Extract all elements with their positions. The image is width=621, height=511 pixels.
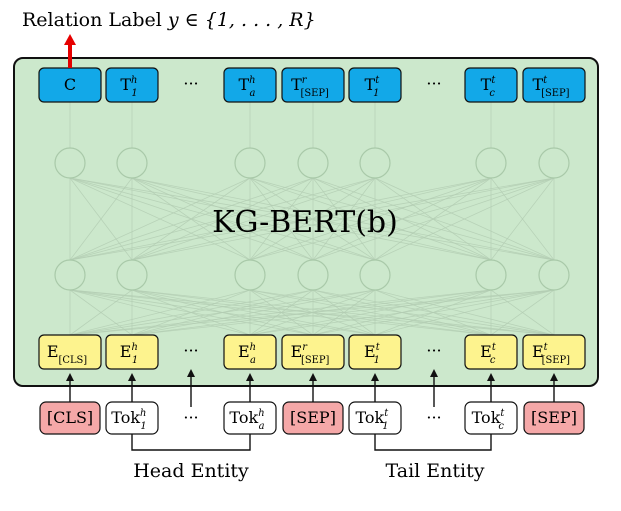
- hidden-node: [538, 147, 570, 179]
- embedding-box: [281, 334, 345, 370]
- network-edge: [131, 289, 376, 336]
- embedding-label: Er[SEP]: [291, 342, 330, 366]
- hidden-node: [538, 259, 570, 291]
- network-edge: [249, 177, 555, 261]
- hidden-node: [54, 259, 86, 291]
- network-edge: [249, 289, 492, 336]
- hidden-node: [297, 147, 329, 179]
- network-edges: [69, 102, 555, 336]
- network-edge: [490, 177, 555, 261]
- model-panel: [13, 57, 599, 387]
- network-edge: [312, 177, 555, 261]
- network-edge: [312, 289, 555, 336]
- output-ellipsis: ···: [183, 74, 198, 93]
- network-edge: [131, 177, 555, 261]
- model-label: KG-BERT(b): [212, 205, 398, 240]
- output-label: Tt[SEP]: [532, 75, 569, 99]
- embedding-box: [105, 334, 159, 370]
- network-edge: [69, 289, 555, 336]
- output-box: [348, 67, 402, 103]
- token-label: [CLS]: [47, 408, 93, 427]
- embedding-box: [38, 334, 102, 370]
- hidden-node: [116, 147, 148, 179]
- entity-bracket: [374, 434, 492, 451]
- hidden-node: [297, 259, 329, 291]
- hidden-node: [359, 259, 391, 291]
- network-edge: [374, 289, 555, 336]
- embedding-box: [522, 334, 586, 370]
- output-box: [105, 67, 159, 103]
- hidden-node: [475, 259, 507, 291]
- network-edge: [69, 177, 133, 261]
- output-label: Tr[SEP]: [291, 75, 329, 99]
- network-edge: [249, 289, 555, 336]
- output-box: [223, 67, 277, 103]
- network-nodes: [54, 147, 570, 291]
- hidden-node: [234, 259, 266, 291]
- network-edge: [69, 289, 492, 336]
- embedding-label: Et[SEP]: [532, 342, 570, 366]
- hidden-node: [116, 259, 148, 291]
- head-entity-label: Head Entity: [133, 460, 249, 482]
- input-arrows: [66, 369, 558, 407]
- output-box: [464, 67, 518, 103]
- hidden-node: [234, 147, 266, 179]
- output-ellipsis: ···: [426, 74, 441, 93]
- network-edge: [490, 289, 555, 336]
- embedding-label: E[CLS]: [47, 342, 87, 366]
- network-edge: [69, 177, 314, 261]
- entity-brackets: [131, 434, 492, 451]
- network-edge: [69, 289, 376, 336]
- network-edge: [131, 177, 376, 261]
- token-ellipsis: ···: [426, 408, 441, 427]
- network-edge: [69, 289, 133, 336]
- network-edge: [374, 177, 555, 261]
- embedding-box: [348, 334, 402, 370]
- network-edge: [69, 177, 555, 261]
- tail-entity-label: Tail Entity: [386, 460, 485, 482]
- embedding-box: [464, 334, 518, 370]
- network-edge: [249, 177, 492, 261]
- hidden-node: [54, 147, 86, 179]
- embedding-ellipsis: ···: [183, 341, 198, 360]
- relation-label-title: Relation Label y ∈ {1, . . . , R}: [22, 9, 316, 31]
- network-edge: [69, 177, 251, 261]
- hidden-node: [475, 147, 507, 179]
- output-box: [522, 67, 586, 103]
- token-label: [SEP]: [531, 408, 577, 427]
- token-label: [SEP]: [290, 408, 336, 427]
- entity-bracket: [131, 434, 251, 451]
- network-edge: [69, 177, 492, 261]
- embedding-ellipsis: ···: [426, 341, 441, 360]
- network-edge: [69, 177, 376, 261]
- token-ellipsis: ···: [183, 408, 198, 427]
- network-edge: [69, 289, 314, 336]
- network-edge: [69, 289, 251, 336]
- network-edge: [131, 289, 555, 336]
- output-label: C: [64, 75, 76, 94]
- hidden-node: [359, 147, 391, 179]
- output-box: [281, 67, 345, 103]
- embedding-box: [223, 334, 277, 370]
